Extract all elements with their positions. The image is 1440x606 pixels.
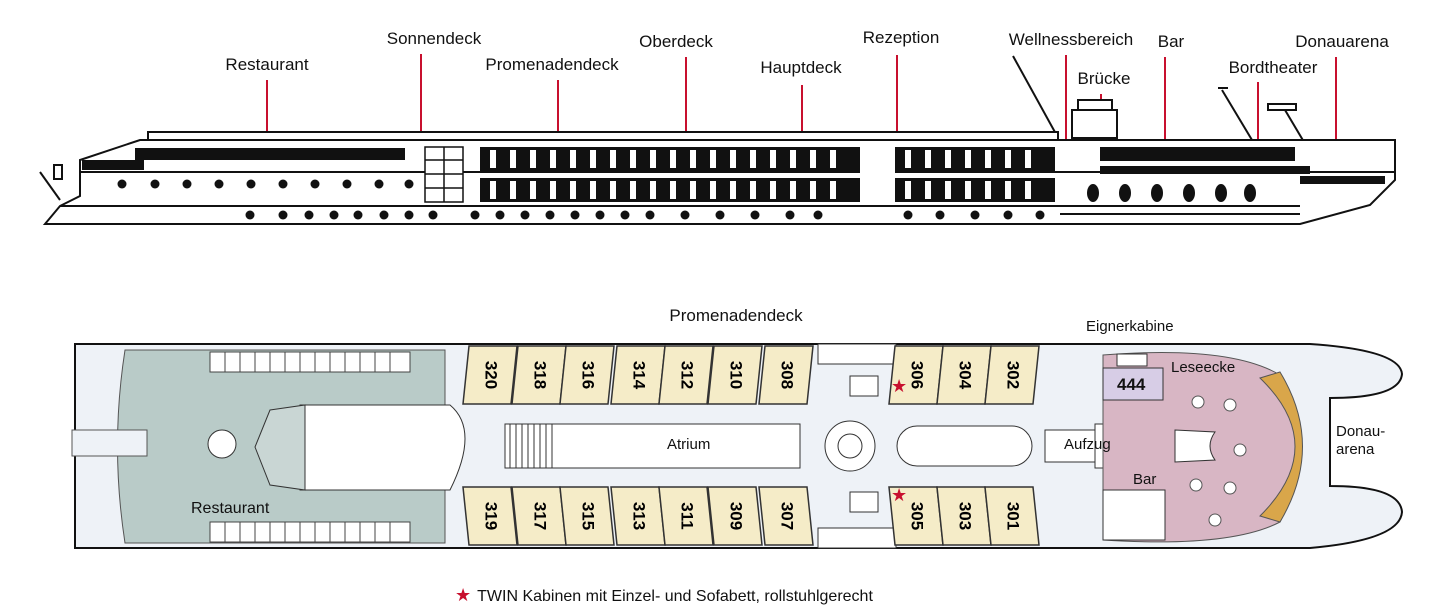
owner-cabin-number: 444 (1117, 375, 1146, 394)
legend-text: TWIN Kabinen mit Einzel- und Sofabett, r… (477, 588, 873, 605)
cabin-number: 318 (531, 361, 550, 389)
area-label-eignerkabine: Eignerkabine (1086, 318, 1174, 335)
label-oberdeck: Oberdeck (639, 32, 713, 51)
label-sonnendeck: Sonnendeck (386, 29, 482, 48)
cabin-302: 302 (984, 345, 1040, 405)
window-stripes (490, 147, 1031, 202)
cabin-301: 301 (984, 486, 1040, 546)
cabin-309: 309 (707, 486, 763, 546)
area-label-aufzug: Aufzug (1064, 436, 1111, 453)
cabin-number: 310 (727, 361, 746, 389)
cabin-312: 312 (658, 345, 714, 405)
cabin-304: 304 (936, 345, 992, 405)
cabin-315: 315 (559, 486, 615, 546)
cabin-number: 311 (678, 502, 697, 529)
cabin-317: 317 (511, 486, 567, 546)
label-bar: Bar (1157, 32, 1185, 51)
twin-star-icon: ★ (891, 376, 907, 397)
label-bordtheater: Bordtheater (1228, 58, 1318, 77)
cabin-307: 307 (758, 486, 814, 546)
label-restaurant: Restaurant (225, 55, 309, 74)
cabin-number: 319 (482, 502, 501, 530)
cabin-number: 304 (956, 361, 975, 390)
cabin-number: 301 (1004, 502, 1023, 530)
cabin-number: 303 (956, 502, 975, 530)
label-hauptdeck: Hauptdeck (760, 58, 842, 77)
area-label-donauarena-2: arena (1336, 441, 1375, 458)
cabin-316: 316 (559, 345, 615, 405)
area-label-atrium: Atrium (667, 436, 711, 453)
cabin-number: 302 (1004, 361, 1023, 389)
cabin-number: 317 (531, 502, 550, 530)
cabin-319: 319 (462, 486, 518, 546)
cabin-314: 314 (610, 345, 666, 405)
label-rezeption: Rezeption (862, 28, 940, 47)
cabin-305: 305★ (888, 485, 944, 546)
cabin-number: 313 (630, 502, 649, 530)
area-label-restaurant: Restaurant (191, 500, 270, 517)
area-label-bar: Bar (1133, 471, 1157, 488)
star-icon: ★ (455, 585, 472, 605)
cabin-306: 306★ (888, 345, 944, 405)
cabin-number: 305 (908, 502, 927, 530)
cabin-number: 320 (482, 361, 501, 389)
legend: ★ TWIN Kabinen mit Einzel- und Sofabett, … (455, 585, 873, 606)
portholes (117, 179, 1256, 220)
label-donauarena: Donauarena (1295, 32, 1389, 51)
cabin-318: 318 (511, 345, 567, 405)
cabin-311: 311 (658, 486, 714, 546)
cabin-number: 308 (778, 361, 797, 389)
cabin-number: 314 (630, 361, 649, 390)
atrium-outline (504, 423, 801, 469)
twin-star-icon: ★ (891, 485, 907, 506)
cabin-303: 303 (936, 486, 992, 546)
label-promenadendeck: Promenadendeck (485, 55, 619, 74)
cabin-number: 309 (727, 502, 746, 530)
cabin-number: 307 (778, 502, 797, 530)
owner-cabin (1102, 367, 1164, 401)
cabin-308: 308 (758, 345, 814, 405)
label-wellnessbereich: Wellnessbereich (1008, 30, 1134, 49)
cabin-320: 320 (462, 345, 518, 405)
cabin-number: 315 (579, 502, 598, 530)
label-bruecke: Brücke (1077, 69, 1131, 88)
cabin-313: 313 (610, 486, 666, 546)
cabin-310: 310 (707, 345, 763, 405)
cabin-number: 316 (579, 361, 598, 389)
deck-plan-title: Promenadendeck (669, 306, 803, 325)
area-label-donauarena-1: Donau- (1336, 423, 1386, 440)
cabin-number: 312 (678, 361, 697, 389)
area-label-leseecke: Leseecke (1171, 359, 1236, 376)
theater-area (1259, 371, 1303, 523)
cabin-number: 306 (908, 361, 927, 389)
